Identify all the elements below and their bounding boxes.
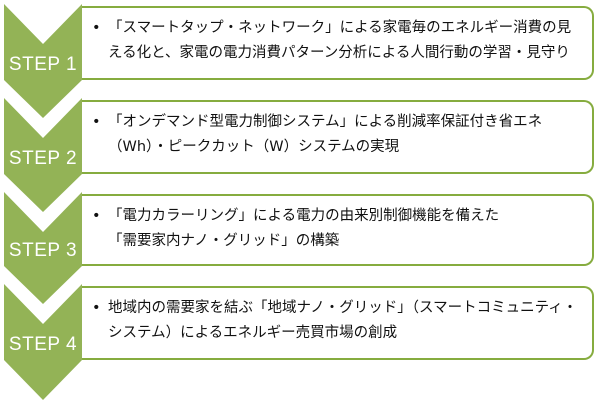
bullet-icon: • bbox=[92, 20, 101, 36]
step-label: STEP 1 bbox=[8, 54, 78, 75]
step-1: STEP 1 • 「スマートタップ・ネットワーク」による家電毎のエネルギー消費の… bbox=[0, 4, 600, 124]
bullet-icon: • bbox=[92, 208, 101, 224]
step-chevron-arrow-icon bbox=[4, 284, 82, 400]
step-description-box: • 「スマートタップ・ネットワーク」による家電毎のエネルギー消費の見 える化と、… bbox=[82, 6, 594, 80]
step-description-box: • 「電力カラーリング」による電力の由来別制御機能を備えた 「需要家内ナノ・グリ… bbox=[82, 194, 594, 266]
description-line: 地域内の需要家を結ぶ「地域ナノ・グリッド」（スマートコミュニティ・ bbox=[108, 300, 578, 316]
step-4: STEP 4 • 地域内の需要家を結ぶ「地域ナノ・グリッド」（スマートコミュニテ… bbox=[0, 284, 600, 405]
bullet-icon: • bbox=[92, 114, 101, 130]
description-line: 「需要家内ナノ・グリッド」の構築 bbox=[108, 233, 340, 249]
step-description-box: • 地域内の需要家を結ぶ「地域ナノ・グリッド」（スマートコミュニティ・ システム… bbox=[82, 286, 594, 360]
description-line: 「スマートタップ・ネットワーク」による家電毎のエネルギー消費の見 bbox=[108, 20, 572, 36]
bullet-icon: • bbox=[92, 300, 101, 316]
step-chevron-arrow-icon bbox=[4, 98, 82, 212]
step-label: STEP 4 bbox=[8, 334, 78, 355]
description-line: （Wh）・ピークカット（W）システムの実現 bbox=[108, 139, 400, 155]
step-chevron-arrow-icon bbox=[4, 4, 82, 118]
description-line: システム）によるエネルギー売買市場の創成 bbox=[108, 325, 398, 341]
step-label: STEP 2 bbox=[8, 148, 78, 169]
step-2: STEP 2 • 「オンデマンド型電力制御システム」による削減率保証付き省エネ … bbox=[0, 98, 600, 218]
step-description-box: • 「オンデマンド型電力制御システム」による削減率保証付き省エネ （Wh）・ピー… bbox=[82, 100, 594, 174]
description-line: える化と、家電の電力消費パターン分析による人間行動の学習・見守り bbox=[108, 45, 570, 61]
step-chevron-arrow-icon bbox=[4, 192, 82, 304]
description-line: 「オンデマンド型電力制御システム」による削減率保証付き省エネ bbox=[108, 114, 543, 130]
description-line: 「電力カラーリング」による電力の由来別制御機能を備えた bbox=[108, 208, 500, 224]
step-3: STEP 3 • 「電力カラーリング」による電力の由来別制御機能を備えた 「需要… bbox=[0, 192, 600, 312]
step-label: STEP 3 bbox=[8, 240, 78, 261]
